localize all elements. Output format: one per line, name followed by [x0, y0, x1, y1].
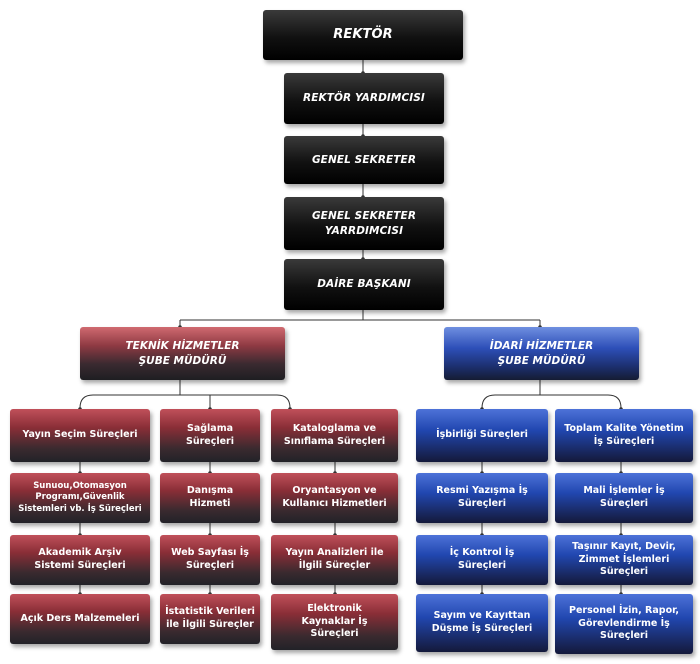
node-teknik-hizmetler-sube-muduru: TEKNİK HİZMETLER ŞUBE MÜDÜRÜ: [80, 327, 285, 380]
node-genel-sekreter-yardimcisi: GENEL SEKRETER YARRDIMCISI: [284, 197, 444, 250]
process-idari-1-2: Resmi Yazışma İş Süreçleri: [416, 473, 548, 523]
process-teknik-3-3: Yayın Analizleri ile İlgili Süreçler: [271, 535, 398, 585]
process-idari-1-3: İç Kontrol İş Süreçleri: [416, 535, 548, 585]
process-teknik-1-4: Açık Ders Malzemeleri: [10, 594, 150, 644]
process-idari-1-1: İşbirliği Süreçleri: [416, 409, 548, 462]
process-teknik-2-2: Danışma Hizmeti: [160, 473, 260, 523]
node-rektor: REKTÖR: [263, 10, 463, 60]
node-rektor-yardimcisi: REKTÖR YARDIMCISI: [284, 73, 444, 124]
process-teknik-2-4: İstatistik Verileri ile İlgili Süreçler: [160, 594, 260, 644]
node-genel-sekreter: GENEL SEKRETER: [284, 136, 444, 184]
process-teknik-3-2: Oryantasyon ve Kullanıcı Hizmetleri: [271, 473, 398, 523]
process-teknik-3-1: Kataloglama ve Sınıflama Süreçleri: [271, 409, 398, 462]
process-teknik-2-1: Sağlama Süreçleri: [160, 409, 260, 462]
process-teknik-1-1: Yayın Seçim Süreçleri: [10, 409, 150, 462]
process-teknik-2-3: Web Sayfası İş Süreçleri: [160, 535, 260, 585]
process-idari-2-4: Personel İzin, Rapor, Görevlendirme İş S…: [555, 594, 693, 654]
process-idari-2-1: Toplam Kalite Yönetim İş Süreçleri: [555, 409, 693, 462]
process-idari-1-4: Sayım ve Kayıttan Düşme İş Süreçleri: [416, 594, 548, 652]
process-teknik-1-2: Sunuou,Otomasyon Programı,Güvenlik Siste…: [10, 473, 150, 523]
process-idari-2-2: Mali İşlemler İş Süreçleri: [555, 473, 693, 523]
process-teknik-1-3: Akademik Arşiv Sistemi Süreçleri: [10, 535, 150, 585]
node-daire-baskani: DAİRE BAŞKANI: [284, 259, 444, 310]
process-teknik-3-4: Elektronik Kaynaklar İş Süreçleri: [271, 594, 398, 650]
node-idari-hizmetler-sube-muduru: İDARİ HİZMETLER ŞUBE MÜDÜRÜ: [444, 327, 639, 380]
process-idari-2-3: Taşınır Kayıt, Devir, Zimmet İşlemleri S…: [555, 535, 693, 585]
